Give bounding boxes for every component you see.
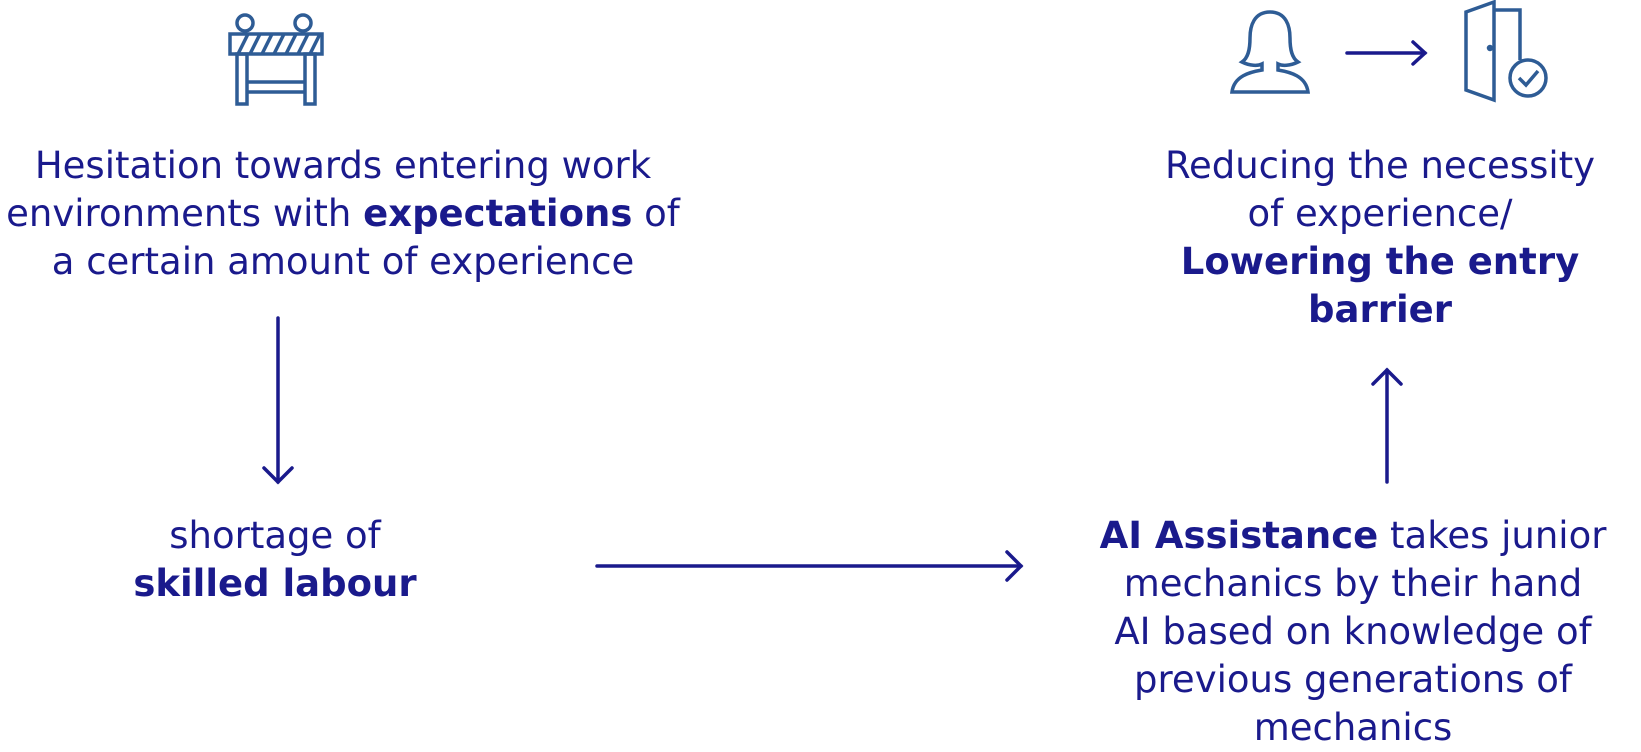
ai-line-2: mechanics by their hand [1123, 562, 1583, 605]
reducing-text: Reducing the necessity of experience/ Lo… [1100, 142, 1641, 334]
hesitation-line-1: Hesitation towards entering work [34, 144, 652, 187]
shortage-line-2: skilled labour [133, 562, 417, 605]
ai-line-3: AI based on knowledge of [1114, 610, 1592, 653]
arrow-up [1371, 367, 1403, 484]
barrier-icon [228, 13, 324, 106]
ai-line-4: previous generations of [1134, 658, 1572, 701]
reducing-line-1: Reducing the necessity [1164, 144, 1596, 187]
reducing-line-2: of experience/ [1247, 192, 1513, 235]
hesitation-line-3: a certain amount of experience [51, 240, 635, 283]
reducing-line-4: barrier [1308, 288, 1452, 331]
hesitation-text: Hesitation towards entering work environ… [0, 142, 686, 286]
person-icon [1230, 10, 1310, 94]
arrow-down [262, 316, 294, 485]
reducing-line-3: Lowering the entry [1180, 240, 1580, 283]
hesitation-line-2: environments with expectations of [6, 192, 680, 235]
door-check-icon [1464, 0, 1548, 103]
ai-assistance-text: AI Assistance takes junior mechanics by … [1070, 512, 1636, 752]
shortage-line-1: shortage of [169, 514, 381, 557]
shortage-text: shortage of skilled labour [0, 512, 550, 608]
ai-line-1: AI Assistance takes junior [1099, 514, 1607, 557]
arrow-person-to-door-icon [1345, 40, 1428, 66]
ai-line-5: mechanics [1253, 706, 1453, 749]
arrow-right [595, 550, 1024, 582]
